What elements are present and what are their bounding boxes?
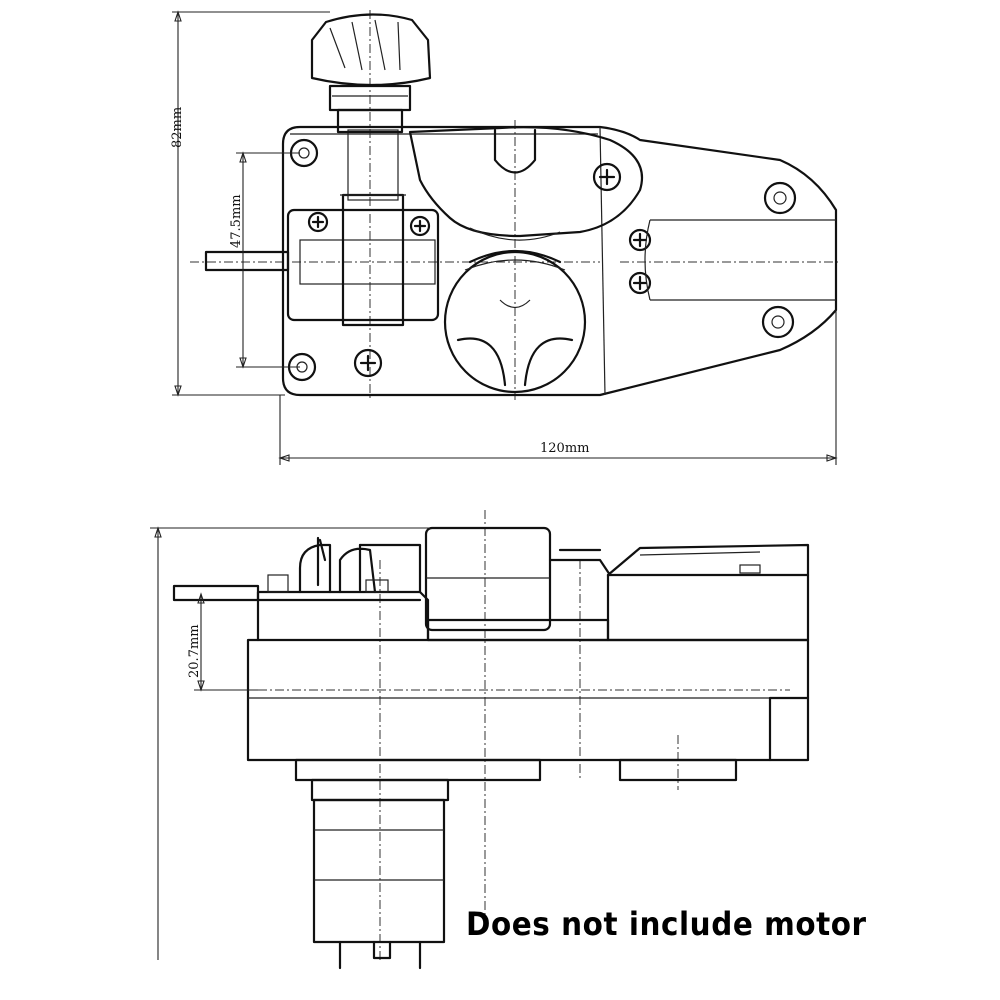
main-plate (281, 125, 838, 397)
overall-height-label: 82mm (170, 107, 185, 148)
dim-side-shaft-height: 20.7mm (187, 592, 258, 692)
motor (310, 778, 450, 970)
side-view: 20.7mm (150, 510, 810, 970)
roller-housing (424, 526, 552, 632)
upper-deck (256, 590, 430, 642)
motor-disclaimer-note: Does not include motor (466, 905, 867, 943)
side-input-shaft (172, 584, 260, 602)
gearbox-body (246, 638, 810, 762)
shaft-height-label: 47.5mm (229, 194, 244, 248)
dim-overall-height: 82mm (170, 10, 330, 397)
tension-assembly (298, 536, 377, 594)
dim-overall-width: 120mm (278, 310, 838, 465)
tension-knob (310, 13, 432, 134)
input-shaft (204, 250, 290, 272)
side-shaft-height-label: 20.7mm (187, 624, 202, 678)
dim-shaft-height: 47.5mm (229, 151, 300, 369)
pressure-arm (408, 126, 644, 238)
overall-width-label: 120mm (540, 441, 589, 456)
top-view: 82mm 47.5mm 120mm (170, 10, 840, 465)
screws (307, 162, 652, 378)
dim-side-height (150, 526, 430, 960)
